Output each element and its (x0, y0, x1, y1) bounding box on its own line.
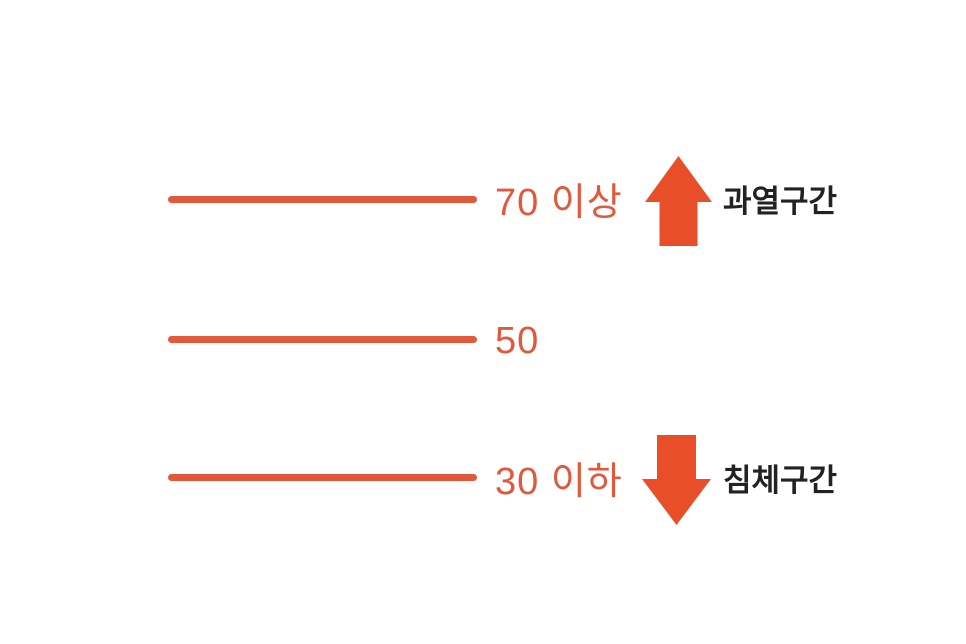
threshold-line-70 (168, 196, 477, 203)
threshold-line-50 (168, 336, 477, 343)
threshold-line-30 (168, 474, 477, 481)
threshold-value-30: 30 이하 (495, 461, 623, 503)
threshold-value-50: 50 (495, 320, 540, 362)
down-arrow-icon (642, 435, 711, 525)
zone-label-depressed: 침체구간 (723, 463, 838, 498)
threshold-value-70: 70 이상 (495, 182, 623, 224)
zone-label-overheated: 과열구간 (723, 184, 838, 219)
up-arrow-icon (645, 156, 712, 246)
